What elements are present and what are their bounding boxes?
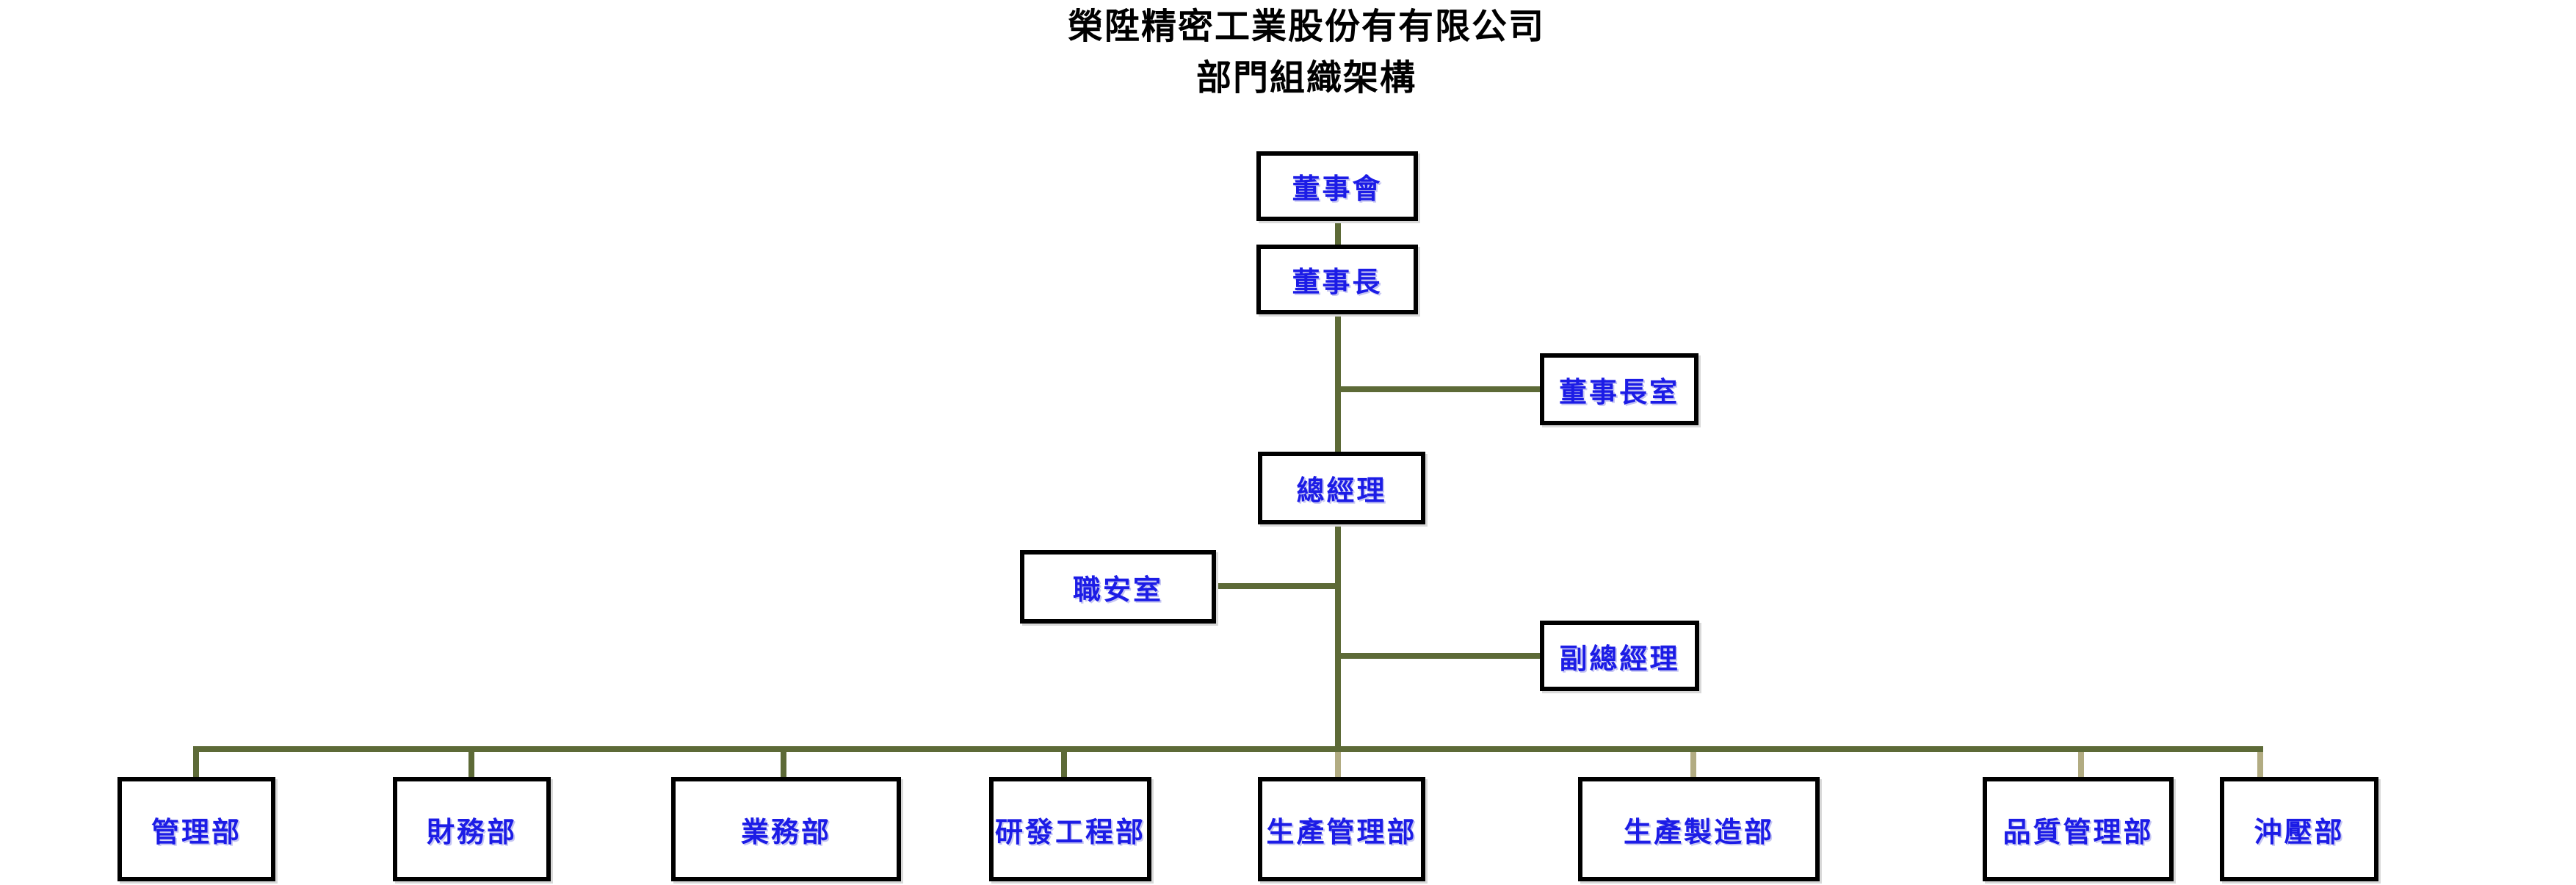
connector-board-to-chairman — [1335, 218, 1341, 248]
org-node-general-manager-label: 總經理 — [1296, 476, 1387, 507]
org-node-dept-management-label: 管理部 — [151, 817, 242, 848]
org-node-safety-office: 職安室 — [1020, 550, 1216, 624]
org-node-dept-rd-engineering-label: 研發工程部 — [994, 817, 1146, 848]
org-node-dept-production-manufacturing: 生產製造部 — [1578, 777, 1820, 881]
connector-gm-to-bus — [1335, 522, 1341, 752]
org-node-board-label: 董事會 — [1292, 174, 1383, 205]
org-node-dept-sales: 業務部 — [671, 777, 901, 881]
connector-drop-dept-6 — [2078, 752, 2084, 780]
org-node-deputy-general-manager: 副總經理 — [1540, 621, 1699, 691]
org-node-board: 董事會 — [1256, 151, 1418, 221]
connector-drop-dept-4 — [1335, 752, 1341, 780]
connector-branch-safety-office — [1214, 583, 1341, 589]
org-node-dept-quality-management-label: 品質管理部 — [2002, 817, 2154, 848]
org-node-dept-quality-management: 品質管理部 — [1983, 777, 2174, 881]
org-node-dept-production-management: 生產管理部 — [1258, 777, 1425, 881]
connector-drop-dept-7 — [2257, 752, 2263, 780]
connector-branch-chairman-office — [1335, 386, 1544, 392]
org-node-dept-finance: 財務部 — [393, 777, 551, 881]
connector-drop-dept-0 — [193, 746, 199, 780]
connector-drop-dept-3 — [1061, 746, 1067, 780]
connector-branch-deputy-gm — [1335, 653, 1544, 659]
chart-subtitle: 部門組織架構 — [1195, 59, 1417, 98]
org-node-dept-sales-label: 業務部 — [740, 817, 831, 848]
org-node-general-manager: 總經理 — [1258, 452, 1425, 524]
company-name: 榮陞精密工業股份有有限公司 — [1067, 7, 1545, 46]
chart-title: 榮陞精密工業股份有有限公司 部門組織架構 — [939, 1, 1674, 104]
org-node-dept-management: 管理部 — [117, 777, 275, 881]
org-node-safety-office-label: 職安室 — [1072, 574, 1163, 606]
connector-department-bus — [193, 746, 2263, 752]
org-node-dept-production-manufacturing-label: 生產製造部 — [1623, 817, 1774, 848]
connector-drop-dept-1 — [468, 746, 474, 780]
org-node-chairman-label: 董事長 — [1292, 267, 1383, 298]
org-node-dept-stamping-label: 沖壓部 — [2254, 817, 2345, 848]
connector-drop-dept-5 — [1690, 752, 1696, 780]
org-node-chairman-office-label: 董事長室 — [1558, 377, 1679, 408]
connector-chairman-to-gm — [1335, 312, 1341, 453]
org-node-dept-finance-label: 財務部 — [426, 817, 517, 848]
org-node-deputy-general-manager-label: 副總經理 — [1559, 643, 1680, 675]
org-node-chairman: 董事長 — [1256, 245, 1418, 314]
org-node-dept-production-management-label: 生產管理部 — [1266, 817, 1417, 848]
org-node-dept-rd-engineering: 研發工程部 — [989, 777, 1151, 881]
connector-drop-dept-2 — [781, 746, 786, 780]
org-node-dept-stamping: 沖壓部 — [2220, 777, 2378, 881]
org-node-chairman-office: 董事長室 — [1540, 353, 1698, 425]
